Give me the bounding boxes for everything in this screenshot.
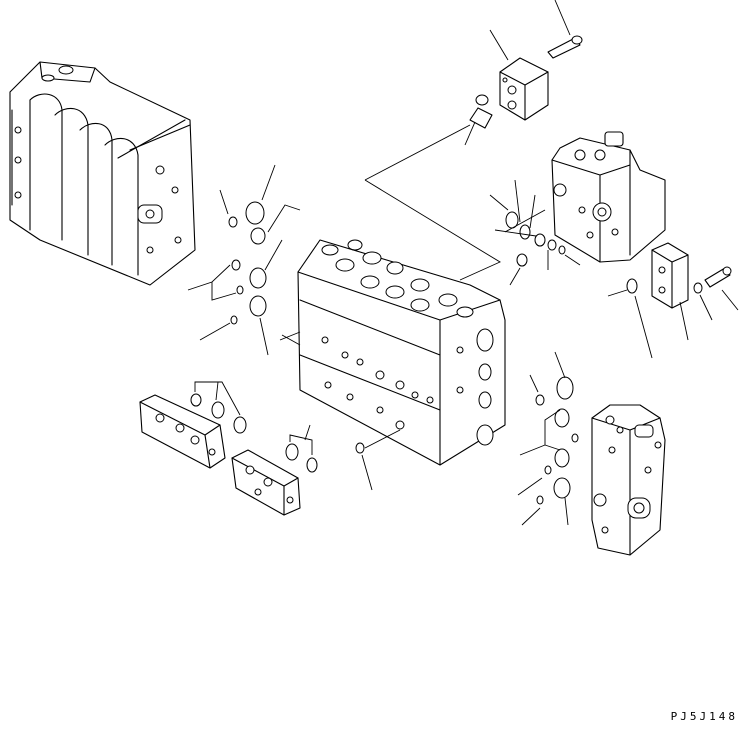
lower-left-cover-blocks (139, 394, 301, 516)
end-section-body (591, 404, 666, 556)
cover-plate-assembly (607, 242, 739, 359)
main-valve-body (279, 239, 506, 466)
relief-valve-housing (551, 131, 666, 263)
o-ring-group-left (187, 164, 301, 356)
o-ring-group-upper-right (489, 179, 581, 286)
o-ring-group-lower-right (517, 351, 579, 526)
o-ring-group-lower-left (190, 381, 318, 473)
leader-lines-center (355, 124, 501, 491)
valve-assembly-overview (9, 61, 196, 286)
drawing-reference-code: PJ5J148 (670, 710, 738, 723)
top-block-assembly (464, 0, 583, 146)
